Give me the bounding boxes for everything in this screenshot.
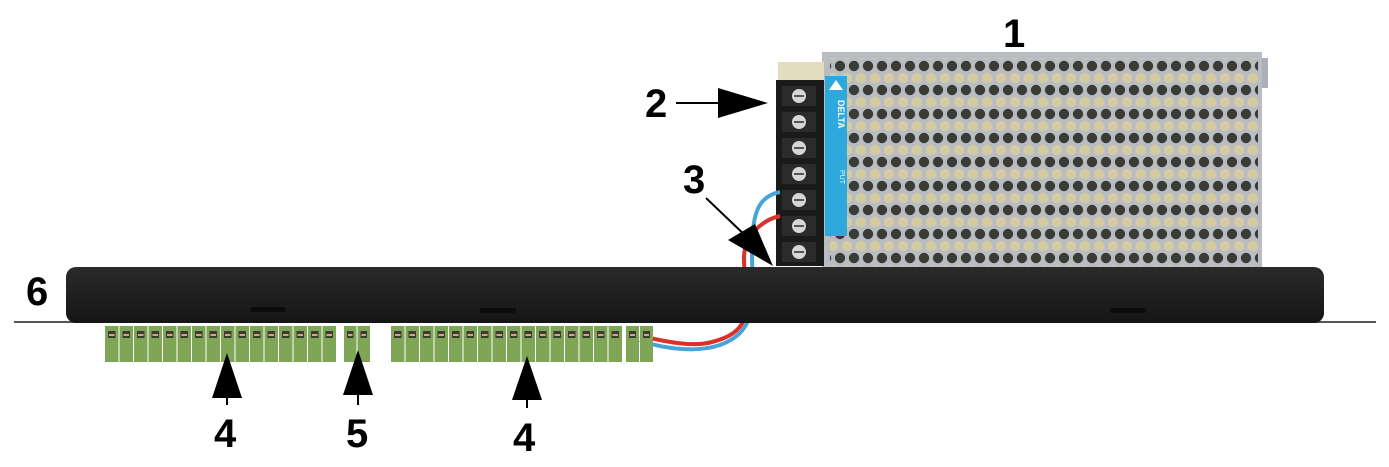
- terminal-slot: [163, 326, 177, 362]
- terminal-slot: [579, 326, 593, 362]
- rack-chassis: [14, 267, 1376, 323]
- label-3: 3: [683, 158, 706, 202]
- terminal-slot: [264, 326, 278, 362]
- terminal-block-right: [391, 326, 622, 362]
- terminal-cover: [778, 62, 824, 80]
- terminal-slot: [293, 326, 307, 362]
- psu-vent-holes: [830, 58, 1258, 266]
- terminal-slot: [405, 326, 419, 362]
- terminal-slot: [221, 326, 235, 362]
- terminal-slot: [279, 326, 293, 362]
- terminal-slot: [206, 326, 220, 362]
- label-5: 5: [346, 412, 369, 456]
- power-supply-unit: [822, 52, 1268, 270]
- terminal-slot: [235, 326, 249, 362]
- terminal-slot: [594, 326, 608, 362]
- screw-terminal: [782, 112, 816, 132]
- terminal-slot: [420, 326, 434, 362]
- terminal-slot: [449, 326, 463, 362]
- psu-side-text: PUT: [838, 170, 845, 184]
- terminal-slot: [344, 326, 357, 362]
- terminal-slot: [626, 326, 639, 362]
- terminal-block-left: [105, 326, 336, 362]
- delta-brand-text: DELTA: [836, 100, 846, 129]
- terminal-slot: [550, 326, 564, 362]
- terminal-slot: [608, 326, 622, 362]
- terminal-slot: [391, 326, 405, 362]
- terminal-slot: [105, 326, 119, 362]
- terminal-slot: [119, 326, 133, 362]
- terminal-slot: [322, 326, 336, 362]
- screw-terminal: [782, 216, 816, 236]
- terminal-block-power: [626, 326, 653, 362]
- screw-terminal: [782, 138, 816, 158]
- terminal-slot: [148, 326, 162, 362]
- terminal-slot: [250, 326, 264, 362]
- terminal-slot: [565, 326, 579, 362]
- arrow-5: [343, 350, 373, 405]
- terminal-slot: [177, 326, 191, 362]
- arrow-2: [676, 88, 768, 118]
- screw-terminal: [782, 242, 816, 262]
- label-4-right: 4: [513, 416, 536, 460]
- label-6: 6: [26, 270, 49, 314]
- terminal-slot: [521, 326, 535, 362]
- terminal-slot: [434, 326, 448, 362]
- screw-terminal: [782, 164, 816, 184]
- arrow-4-left: [212, 353, 242, 405]
- arrow-4-right: [512, 356, 542, 408]
- terminal-block-small: [344, 326, 370, 362]
- terminal-slot: [308, 326, 322, 362]
- terminal-slot: [192, 326, 206, 362]
- delta-label: [825, 76, 847, 236]
- screw-terminal: [782, 190, 816, 210]
- terminal-slot: [478, 326, 492, 362]
- terminal-slot: [357, 326, 370, 362]
- terminal-slot: [463, 326, 477, 362]
- psu-output-terminals: [776, 80, 824, 266]
- terminal-slot: [507, 326, 521, 362]
- terminal-slot: [640, 326, 653, 362]
- arrow-3: [705, 197, 773, 266]
- label-2: 2: [645, 82, 668, 126]
- screw-terminal: [782, 86, 816, 106]
- terminal-slot: [492, 326, 506, 362]
- label-1: 1: [1003, 12, 1026, 56]
- terminal-slot: [536, 326, 550, 362]
- delta-logo-icon: [829, 80, 843, 90]
- terminal-slot: [134, 326, 148, 362]
- label-4-left: 4: [214, 412, 237, 456]
